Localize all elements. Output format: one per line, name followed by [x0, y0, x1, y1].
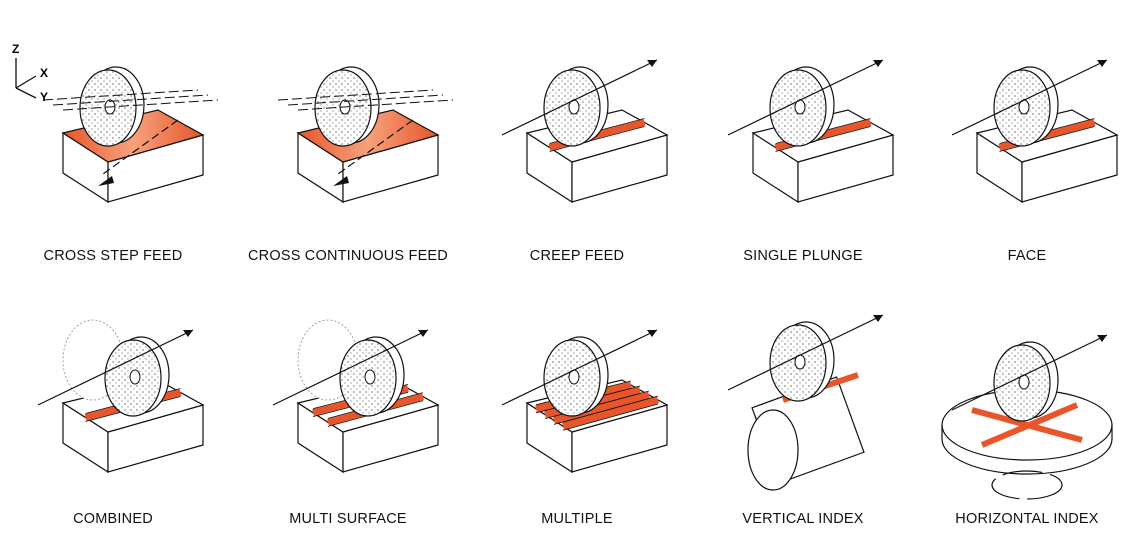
- axis-x-label: X: [40, 66, 49, 80]
- diagram-creep: CREEP FEED: [462, 40, 692, 290]
- step-illustration: [42, 66, 219, 204]
- diagram-label: SINGLE PLUNGE: [743, 248, 863, 264]
- grinding-wheel-icon: [769, 66, 835, 147]
- grinding-wheel-icon: [543, 336, 609, 417]
- axis-z-label: Z: [12, 42, 20, 56]
- plunge-illustration: [727, 59, 895, 204]
- diagram-combined: COMBINED: [0, 300, 228, 550]
- grinding-wheel-icon: [339, 336, 405, 417]
- diagram-label: CROSS STEP FEED: [43, 248, 183, 264]
- combined-illustration: [37, 319, 205, 474]
- diagram-multi: MULTI SURFACE: [233, 300, 463, 550]
- diagram-label: FACE: [1007, 248, 1047, 264]
- grinding-wheel-icon: [104, 336, 170, 417]
- axis-arrows-icon: [15, 58, 37, 99]
- diagram-label: CROSS CONTINUOUS FEED: [248, 248, 448, 264]
- grinding-wheel-icon: [769, 321, 835, 402]
- diagram-plunge: SINGLE PLUNGE: [688, 40, 918, 290]
- grinding-wheel-icon: [314, 66, 380, 147]
- vindex-illustration: [727, 314, 884, 491]
- diagram-continuous: CROSS CONTINUOUS FEED: [233, 40, 463, 290]
- grinding-wheel-icon: [993, 341, 1059, 422]
- axis-y-label: Y: [40, 90, 49, 104]
- diagram-label: MULTIPLE: [541, 511, 613, 527]
- grinding-wheel-icon: [993, 66, 1059, 147]
- creep-illustration: [501, 59, 669, 204]
- grinding-wheel-icon: [79, 66, 145, 147]
- diagram-label: CREEP FEED: [529, 248, 625, 264]
- grinding-wheel-icon: [543, 66, 609, 147]
- diagram-label: COMBINED: [73, 511, 153, 527]
- multiple-illustration: [501, 329, 669, 474]
- diagram-multiple: MULTIPLE: [462, 300, 692, 550]
- diagram-label: HORIZONTAL INDEX: [955, 511, 1099, 527]
- diagram-step: CROSS STEP FEED: [0, 40, 228, 290]
- diagram-label: MULTI SURFACE: [289, 511, 407, 527]
- diagram-vindex: VERTICAL INDEX: [688, 300, 918, 550]
- diagram-face: FACE: [912, 40, 1135, 290]
- multi-illustration: [272, 319, 440, 474]
- diagram-hindex: HORIZONTAL INDEX: [912, 300, 1135, 550]
- diagram-label: VERTICAL INDEX: [742, 511, 864, 527]
- face-illustration: [951, 59, 1119, 204]
- slot: [562, 396, 659, 430]
- hindex-illustration: [941, 334, 1113, 500]
- continuous-illustration: [277, 66, 454, 204]
